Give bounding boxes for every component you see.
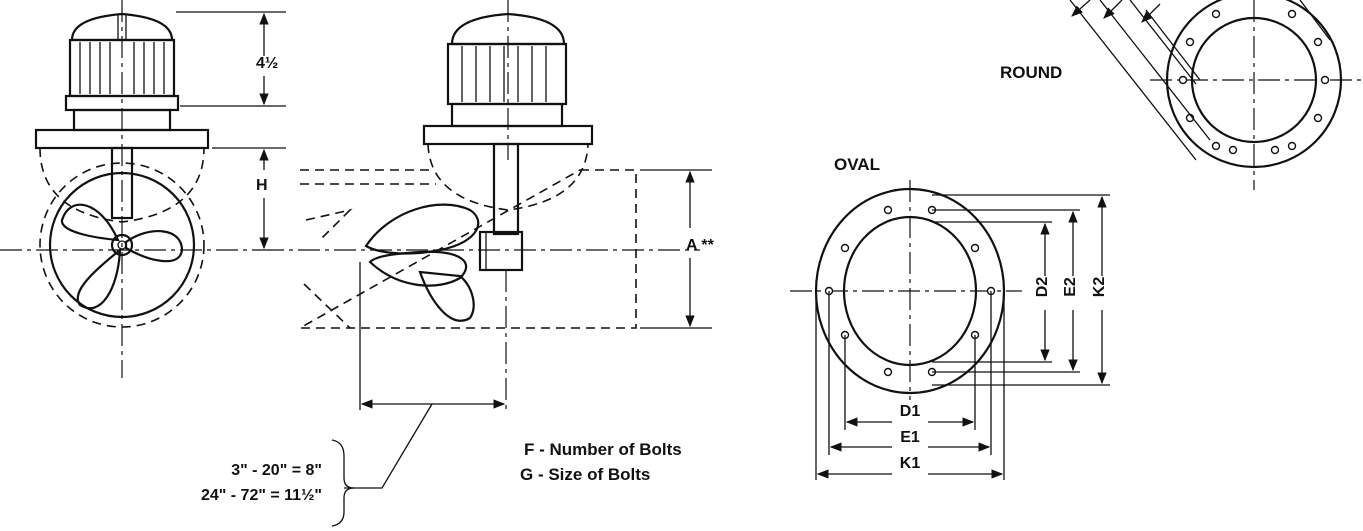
oval-horizontal-dimensions: D1 E1 K1 — [816, 403, 1004, 479]
front-view-thruster — [0, 0, 262, 378]
g-size-of-bolts: G - Size of Bolts — [520, 465, 650, 484]
label-k1: K1 — [900, 455, 921, 472]
label-dim-h: H — [256, 177, 268, 194]
round-flange: ROUND — [1000, 0, 1363, 190]
label-dim-top: 4½ — [256, 55, 278, 72]
label-k2: K2 — [1091, 277, 1108, 298]
round-label: ROUND — [1000, 63, 1062, 82]
brace — [331, 439, 355, 527]
label-dim-a: A ** — [686, 237, 715, 254]
range-large-text: 24" - 72" = 11½" — [201, 487, 322, 504]
f-number-of-bolts: F - Number of Bolts — [524, 440, 682, 459]
motor-ribs — [79, 42, 165, 94]
dimension-length — [344, 262, 507, 489]
oval-label: OVAL — [834, 155, 880, 174]
oval-flange: OVAL — [790, 155, 1110, 480]
dimension-h: H — [212, 147, 286, 250]
motor-ribs-side — [461, 46, 547, 102]
side-view-thruster — [262, 0, 700, 329]
dimension-top-height: 4½ — [176, 11, 286, 107]
range-small-text: 3" - 20" = 8" — [231, 462, 322, 479]
oval-vertical-dimensions: D2 E2 K2 — [1034, 195, 1108, 385]
label-e1: E1 — [900, 429, 920, 446]
label-d1: D1 — [900, 403, 921, 420]
dimension-a: A ** — [640, 169, 715, 329]
label-d2: D2 — [1034, 277, 1051, 298]
label-e2: E2 — [1062, 277, 1079, 297]
